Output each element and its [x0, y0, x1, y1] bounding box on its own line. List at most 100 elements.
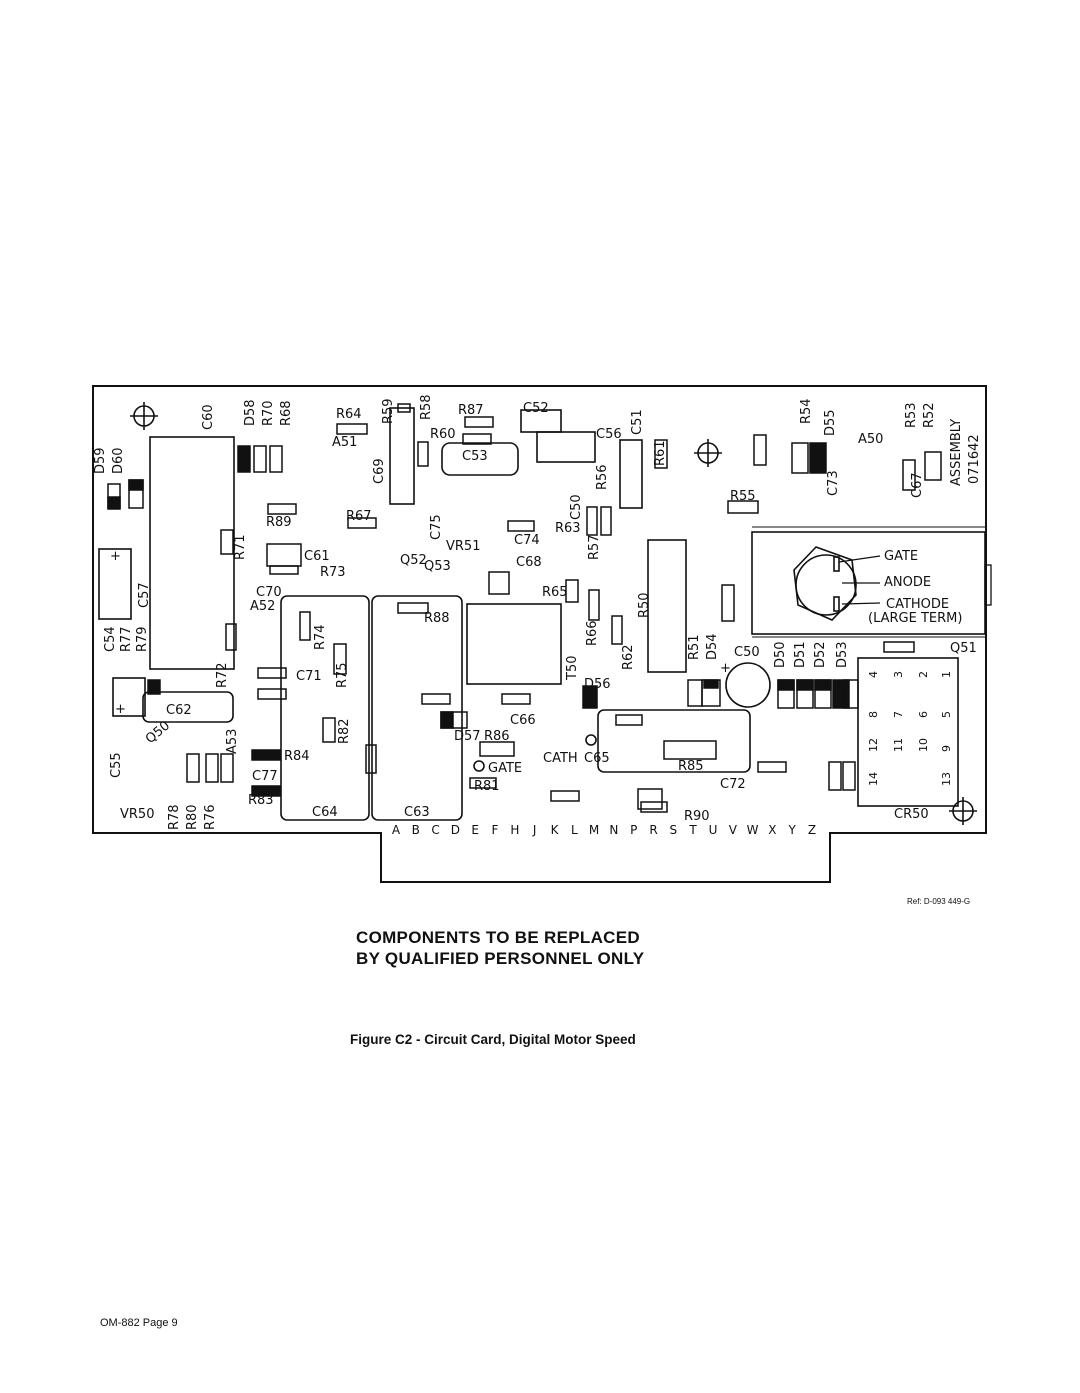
edge-letter-p: P: [630, 823, 637, 837]
label-vr51: VR51: [446, 539, 480, 554]
label-r52: R52: [922, 402, 937, 428]
label-d59: D59: [93, 447, 108, 474]
label-r68: R68: [279, 400, 294, 426]
label-r57: R57: [587, 534, 602, 560]
gate-test-point: [473, 760, 485, 772]
label-r50: R50: [637, 592, 652, 618]
label-d55: D55: [823, 409, 838, 436]
warning-line-1: COMPONENTS TO BE REPLACED: [356, 928, 640, 947]
label-c66: C66: [510, 713, 536, 728]
label-r78: R78: [167, 804, 182, 830]
label-c63: C63: [404, 805, 430, 820]
label-r59: R59: [381, 398, 396, 424]
scr-stud: [795, 554, 857, 616]
label-r61: R61: [653, 440, 668, 466]
edge-letter-n: N: [609, 823, 618, 837]
label-c75: C75: [429, 514, 444, 540]
label-c71: C71: [296, 669, 322, 684]
label-gate: GATE: [884, 549, 918, 564]
label-d54: D54: [705, 633, 720, 660]
label-r51: R51: [687, 634, 702, 660]
label-c51: C51: [630, 409, 645, 435]
label-d51: D51: [793, 641, 808, 668]
cath-test-point: [585, 734, 597, 746]
reference-number: Ref: D-093 449-G: [907, 897, 971, 906]
c63-block: [371, 595, 463, 821]
edge-letter-f: F: [492, 823, 499, 837]
label-vr50: VR50: [120, 807, 154, 822]
label-c72: C72: [720, 777, 746, 792]
edge-letter-w: W: [747, 823, 759, 837]
relay-pin-11: 11: [892, 738, 905, 752]
label-r80: R80: [185, 804, 200, 830]
scr-callouts: [838, 555, 881, 605]
ic-r50-block: [647, 539, 687, 673]
warning-notice: COMPONENTS TO BE REPLACED BY QUALIFIED P…: [356, 927, 776, 969]
relay-pin-2: 2: [917, 671, 930, 678]
ic-c57-block: [98, 548, 132, 620]
label-a51: A51: [332, 435, 357, 450]
label-c70: C70: [256, 585, 282, 600]
label-r71: R71: [233, 534, 248, 560]
edge-letter-h: H: [510, 823, 519, 837]
label-r81: R81: [474, 779, 500, 794]
label-r77: R77: [119, 626, 134, 652]
c54-block: [112, 677, 146, 717]
label-d53: D53: [835, 641, 850, 668]
c51-block: [619, 439, 643, 509]
relay-pin-1: 1: [940, 671, 953, 678]
label-c54: C54: [103, 626, 118, 652]
label-r82: R82: [337, 718, 352, 744]
label-r60: R60: [430, 427, 456, 442]
label-c68: C68: [516, 555, 542, 570]
ic-center-square: [466, 603, 562, 685]
label-c50-top: C50: [569, 494, 584, 520]
label-r70: R70: [261, 400, 276, 426]
label-r75: R75: [335, 662, 350, 688]
label-c56: C56: [596, 427, 622, 442]
edge-letter-d: D: [451, 823, 460, 837]
edge-letter-t: T: [688, 823, 697, 837]
c64-block: [280, 595, 370, 821]
label-r87: R87: [458, 403, 484, 418]
label-r53: R53: [904, 402, 919, 428]
label-r89: R89: [266, 515, 292, 530]
label-r88: R88: [424, 611, 450, 626]
page-footer: OM-882 Page 9: [100, 1317, 178, 1329]
label-d52: D52: [813, 641, 828, 668]
label-c74: C74: [514, 533, 540, 548]
c62-block: [142, 691, 234, 723]
circuit-card-diagram: D59 D60 C60 D58 R70 R68 R64 A51 R59 R58 …: [92, 385, 992, 883]
label-r65: R65: [542, 585, 568, 600]
label-r67: R67: [346, 509, 372, 524]
label-c77: C77: [252, 769, 278, 784]
ic-c60-block: [149, 436, 235, 670]
r59-block: [389, 407, 415, 505]
edge-letter-s: S: [669, 823, 677, 837]
mounting-hole-left: [130, 402, 158, 430]
label-a50: A50: [858, 432, 883, 447]
edge-letter-z: Z: [808, 823, 816, 837]
edge-letter-l: L: [571, 823, 578, 837]
edge-letter-c: C: [431, 823, 439, 837]
label-r85: R85: [678, 759, 704, 774]
relay-pin-8: 8: [867, 711, 880, 718]
label-c67: C67: [910, 472, 925, 498]
label-plus-c57: +: [110, 549, 121, 564]
label-c53: C53: [462, 449, 488, 464]
label-d50: D50: [773, 641, 788, 668]
label-r66: R66: [585, 620, 600, 646]
relay-pin-3: 3: [892, 671, 905, 678]
label-r76: R76: [203, 804, 218, 830]
label-r58: R58: [419, 394, 434, 420]
label-large-term: (LARGE TERM): [868, 611, 962, 626]
edge-letter-b: B: [412, 823, 420, 837]
label-c62: C62: [166, 703, 192, 718]
assembly-number: 071642: [967, 434, 982, 484]
label-q51: Q51: [950, 641, 977, 656]
label-c73: C73: [826, 470, 841, 496]
figure-caption: Figure C2 - Circuit Card, Digital Motor …: [350, 1032, 636, 1047]
label-a52: A52: [250, 599, 275, 614]
label-c60: C60: [201, 404, 216, 430]
